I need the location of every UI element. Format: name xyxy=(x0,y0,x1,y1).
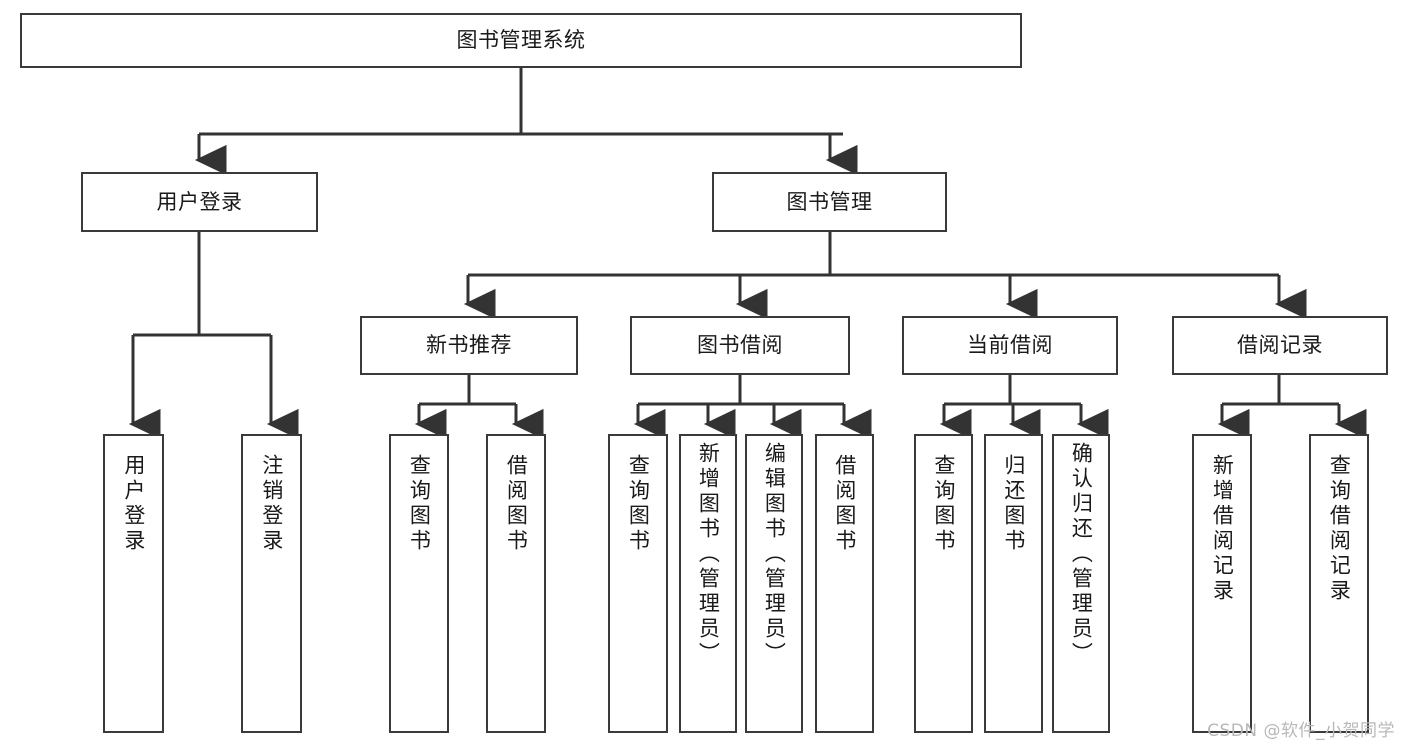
node-new-book-recommend-label: 新书推荐 xyxy=(426,333,512,358)
leaf-borrow-borrow-book[interactable]: 借阅图书 xyxy=(815,434,874,733)
leaf-user-login-login[interactable]: 用户登录 xyxy=(103,434,164,733)
leaf-borrow-query-book[interactable]: 查询图书 xyxy=(608,434,668,733)
leaf-recommend-borrow-book-label: 借阅图书 xyxy=(504,454,529,554)
leaf-user-login-logout[interactable]: 注销登录 xyxy=(241,434,302,733)
leaf-current-confirm-return-admin[interactable]: 确认归还（管理员） xyxy=(1052,434,1110,733)
leaf-borrow-add-book-admin-label: 新增图书（管理员） xyxy=(696,442,721,667)
leaf-borrow-add-book-admin[interactable]: 新增图书（管理员） xyxy=(679,434,737,733)
leaf-recommend-query-book[interactable]: 查询图书 xyxy=(389,434,449,733)
node-book-borrow-label: 图书借阅 xyxy=(697,333,783,358)
leaf-current-confirm-return-admin-label: 确认归还（管理员） xyxy=(1069,442,1094,667)
leaf-borrow-query-book-label: 查询图书 xyxy=(626,454,651,554)
leaf-recommend-borrow-book[interactable]: 借阅图书 xyxy=(486,434,546,733)
leaf-record-query-record[interactable]: 查询借阅记录 xyxy=(1309,434,1369,733)
leaf-record-query-record-label: 查询借阅记录 xyxy=(1327,454,1352,604)
watermark-text: CSDN @软件_小贺同学 xyxy=(1207,721,1395,741)
leaf-record-add-record-label: 新增借阅记录 xyxy=(1210,454,1235,604)
leaf-borrow-edit-book-admin[interactable]: 编辑图书（管理员） xyxy=(745,434,803,733)
leaf-borrow-borrow-book-label: 借阅图书 xyxy=(832,454,857,554)
node-current-borrow[interactable]: 当前借阅 xyxy=(902,316,1118,375)
leaf-user-login-login-label: 用户登录 xyxy=(121,454,146,554)
node-borrow-record[interactable]: 借阅记录 xyxy=(1172,316,1388,375)
leaf-current-return-book-label: 归还图书 xyxy=(1001,454,1026,554)
node-current-borrow-label: 当前借阅 xyxy=(967,333,1053,358)
node-book-management[interactable]: 图书管理 xyxy=(712,172,947,232)
leaf-current-query-book-label: 查询图书 xyxy=(931,454,956,554)
leaf-user-login-logout-label: 注销登录 xyxy=(259,454,284,554)
leaf-recommend-query-book-label: 查询图书 xyxy=(407,454,432,554)
node-borrow-record-label: 借阅记录 xyxy=(1237,333,1323,358)
leaf-current-return-book[interactable]: 归还图书 xyxy=(984,434,1043,733)
node-book-management-label: 图书管理 xyxy=(786,189,873,214)
node-new-book-recommend[interactable]: 新书推荐 xyxy=(360,316,578,375)
node-user-login[interactable]: 用户登录 xyxy=(81,172,318,232)
leaf-borrow-edit-book-admin-label: 编辑图书（管理员） xyxy=(762,442,787,667)
node-root-system[interactable]: 图书管理系统 xyxy=(20,13,1022,68)
node-user-login-label: 用户登录 xyxy=(156,189,243,214)
node-book-borrow[interactable]: 图书借阅 xyxy=(630,316,850,375)
leaf-current-query-book[interactable]: 查询图书 xyxy=(914,434,973,733)
node-root-label: 图书管理系统 xyxy=(456,28,586,53)
leaf-record-add-record[interactable]: 新增借阅记录 xyxy=(1192,434,1252,733)
